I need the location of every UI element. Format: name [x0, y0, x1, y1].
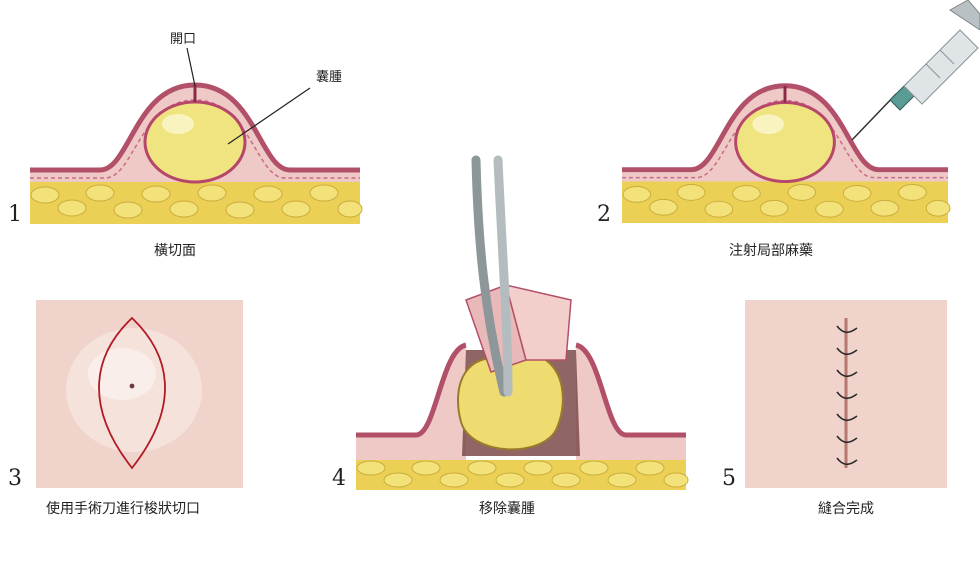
- step-number: 1: [8, 202, 22, 227]
- epidermis-right: [574, 342, 686, 438]
- forceps-blade: [493, 155, 513, 397]
- step-caption: 注射局部麻藥: [729, 243, 813, 259]
- panel-2: [622, 60, 951, 230]
- panel-4: [356, 155, 689, 490]
- bulge-highlight: [88, 348, 156, 400]
- panel-1: [30, 60, 363, 230]
- panel-3: [36, 300, 243, 488]
- fusiform-incision-line: [98, 316, 166, 470]
- step-caption: 移除囊腫: [479, 501, 535, 517]
- step-caption: 橫切面: [154, 243, 196, 259]
- step-number: 2: [597, 202, 611, 227]
- step-caption: 縫合完成: [818, 501, 874, 517]
- fat-layer: [622, 179, 948, 224]
- cyst-opening: [129, 383, 135, 389]
- step-number: 4: [332, 466, 346, 491]
- dermis-wave: [30, 99, 360, 179]
- dermis-left: [356, 345, 466, 460]
- removal-illustration: [356, 155, 689, 490]
- step-number: 3: [8, 466, 22, 491]
- panel-5: [745, 300, 947, 488]
- forceps-icon: [471, 155, 509, 397]
- step-caption: 使用手術刀進行梭狀切口: [46, 501, 200, 517]
- cross-section-illustration: [30, 82, 363, 224]
- dermis-wave: [622, 99, 948, 179]
- cyst-highlight: [752, 114, 785, 135]
- cyst: [457, 353, 564, 451]
- fat-cells: [30, 184, 363, 219]
- label-opening: 開口: [170, 32, 197, 47]
- epidermis-left: [356, 342, 468, 438]
- fat-cells: [622, 184, 951, 218]
- suture-illustration: [836, 318, 858, 468]
- injection-illustration: [622, 83, 951, 224]
- fat-layer: [30, 180, 360, 224]
- step-number: 5: [722, 466, 736, 491]
- dermis-right: [576, 345, 686, 460]
- fat-cells: [356, 460, 689, 488]
- incision-illustration: [66, 316, 202, 470]
- skin-flap-right: [504, 283, 572, 361]
- sutures: [836, 325, 858, 466]
- cyst-highlight: [162, 114, 194, 134]
- label-cyst: 囊腫: [316, 70, 343, 85]
